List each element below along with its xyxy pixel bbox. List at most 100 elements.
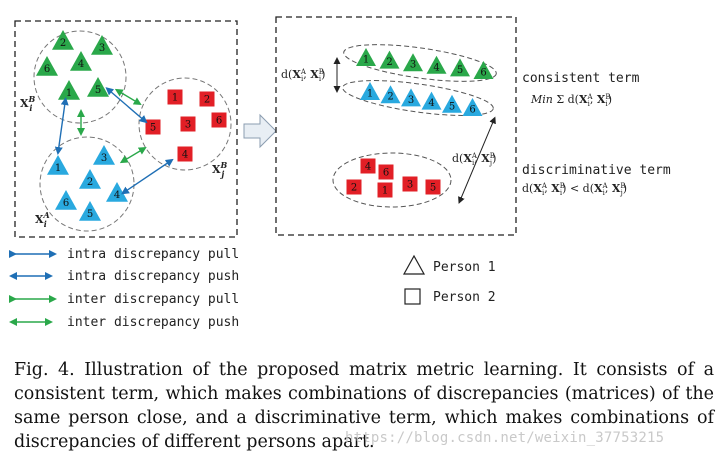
shape-number: 4 <box>78 59 84 70</box>
shape-number: 6 <box>216 116 222 127</box>
cluster-xjb <box>138 77 232 171</box>
red-square: 1 <box>377 182 393 198</box>
green-triangle: 4 <box>426 55 447 74</box>
left-panel-frame <box>14 20 238 238</box>
shape-number: 5 <box>95 85 101 96</box>
blue-row-cluster <box>342 80 494 116</box>
transition-arrow-icon <box>243 113 277 149</box>
shape-number: 2 <box>387 92 393 103</box>
square-icon <box>346 179 362 195</box>
red-square: 2 <box>346 179 362 195</box>
triangle-icon <box>47 155 69 175</box>
legend-intra-pull: intra discrepancy pull <box>67 247 239 262</box>
triangle-icon <box>473 61 494 79</box>
red-square: 6 <box>378 164 394 180</box>
blue-triangle: 6 <box>462 98 483 116</box>
green-triangle: 1 <box>58 80 80 100</box>
green-triangle: 5 <box>87 77 109 97</box>
shape-number: 1 <box>172 93 178 104</box>
person-1-label: Person 1 <box>433 260 496 275</box>
triangle-icon <box>70 51 92 71</box>
shape-number: 1 <box>367 89 373 100</box>
triangle-icon <box>380 85 401 104</box>
intra-push-arrow <box>54 97 69 155</box>
shape-number: 2 <box>351 183 357 194</box>
green-row-cluster <box>343 44 497 82</box>
shape-number: 6 <box>480 68 486 79</box>
blue-triangle: 3 <box>401 88 421 107</box>
green-triangle: 3 <box>403 53 423 72</box>
blue-triangle: 5 <box>442 94 462 113</box>
triangle-icon <box>106 182 128 202</box>
triangle-icon <box>58 80 80 100</box>
blue-triangle: 3 <box>93 145 115 165</box>
red-square-group: 1 23 6 5 4 <box>145 89 227 162</box>
distance-arrow-bottom <box>458 116 496 204</box>
triangle-icon <box>402 254 426 275</box>
triangle-icon <box>87 77 109 97</box>
shape-number: 1 <box>55 163 61 174</box>
square-icon <box>211 112 227 128</box>
red-square: 3 <box>180 116 196 132</box>
blue-triangle: 4 <box>421 91 442 110</box>
legend-inter-pull: inter discrepancy pull <box>67 292 239 307</box>
legend-intra-push: intra discrepancy push <box>67 269 239 284</box>
red-cluster <box>332 152 452 208</box>
triangle-icon <box>356 48 376 66</box>
shape-number: 2 <box>204 95 210 106</box>
square-icon <box>167 89 183 105</box>
green-triangle: 2 <box>379 50 400 69</box>
triangle-icon <box>91 35 113 55</box>
red-square: 6 <box>211 112 227 128</box>
shape-number: 3 <box>407 180 413 191</box>
shape-number: 4 <box>114 190 120 201</box>
shape-number: 6 <box>63 198 69 209</box>
shape-number: 5 <box>150 123 156 134</box>
figure-caption: Fig. 4. Illustration of the proposed mat… <box>14 360 714 452</box>
shape-number: 3 <box>410 60 416 71</box>
blue-triangle: 2 <box>79 169 101 189</box>
triangle-icon <box>462 98 483 116</box>
red-square: 5 <box>145 119 161 135</box>
cluster-xib <box>33 30 127 124</box>
triangle-icon <box>55 190 77 210</box>
discriminative-term-label: discriminative term <box>522 163 671 178</box>
triangle-icon <box>421 91 442 110</box>
shape-number: 3 <box>101 153 107 164</box>
shape-number: 3 <box>408 95 414 106</box>
triangle-icon <box>426 55 447 74</box>
square-icon <box>378 164 394 180</box>
square-icon <box>404 288 421 305</box>
green-triangle: 2 <box>52 30 74 50</box>
red-square: 2 <box>199 91 215 107</box>
arrow-legend: intra discrepancy pull intra discrepancy… <box>9 247 239 330</box>
triangle-icon <box>379 50 400 69</box>
shape-number: 2 <box>386 57 392 68</box>
triangle-icon <box>403 53 423 72</box>
shape-number: 4 <box>433 62 439 73</box>
blue-triangle: 6 <box>55 190 77 210</box>
red-square: 4 <box>177 146 193 162</box>
triangle-icon <box>442 94 462 113</box>
triangle-icon <box>93 145 115 165</box>
shape-number: 6 <box>469 105 475 116</box>
square-icon <box>177 146 193 162</box>
green-triangle: 5 <box>450 58 470 77</box>
blue-triangle: 4 <box>106 182 128 202</box>
shape-number: 3 <box>99 43 105 54</box>
shape-number: 4 <box>182 150 188 161</box>
red-square: 3 <box>402 176 418 192</box>
shape-number: 4 <box>365 162 371 173</box>
red-square: 4 <box>360 158 376 174</box>
square-icon <box>377 182 393 198</box>
